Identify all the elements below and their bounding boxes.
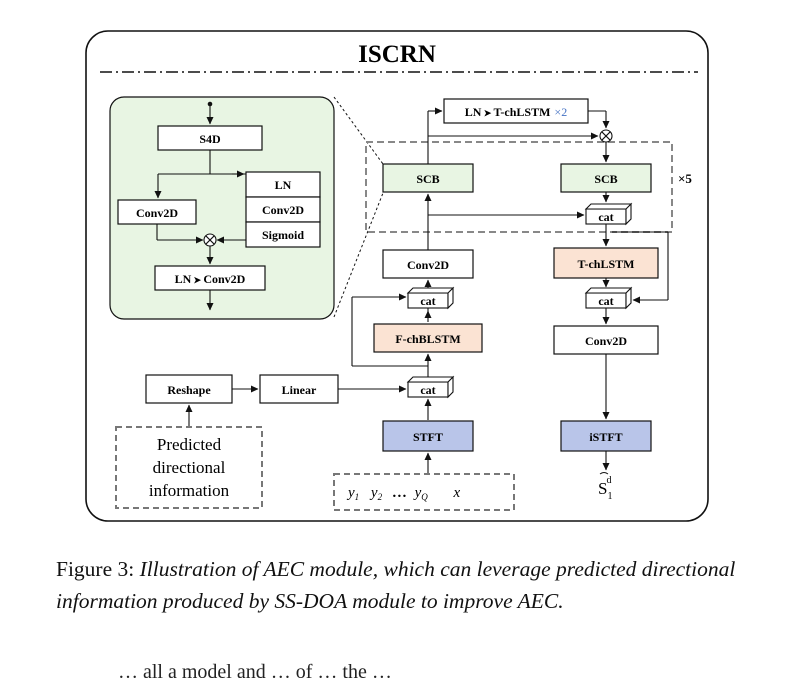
conv2d-left-label: Conv2D [407, 258, 449, 272]
cat-3-label: cat [420, 294, 435, 308]
stft-block [382, 420, 474, 452]
fchblstm-block [373, 323, 483, 353]
iscrn-diagram: ISCRN S4D Conv2D LN Conv2D Sigmoid LN ➤ … [85, 30, 709, 522]
zoom-line-top [333, 96, 384, 165]
caption-label: Figure 3: [56, 557, 135, 581]
conv2d-right-label: Conv2D [585, 334, 627, 348]
caption-text: Illustration of AEC module, which can le… [56, 557, 736, 613]
tchlstm-label: T-chLSTM [578, 257, 635, 271]
predicted-direction-box [115, 426, 263, 509]
cat-2-label: cat [598, 294, 613, 308]
s4d-label: S4D [199, 132, 221, 146]
input-signals: y1 y2 … yQ x [346, 485, 461, 504]
cat-block-4: cat [406, 375, 455, 399]
output-signal: S1d [598, 475, 612, 502]
input-signals-box [333, 473, 515, 511]
scb-right-label: SCB [594, 172, 617, 186]
inset-conv2d-small-block [245, 196, 321, 223]
predicted-line-2: directional [153, 458, 226, 477]
fchblstm-label: F-chBLSTM [395, 332, 460, 346]
cat-block-1: cat [584, 202, 633, 226]
reshape-label: Reshape [167, 383, 211, 397]
ln-conv2d-label: LN ➤ Conv2D [175, 272, 246, 286]
scb-left-label: SCB [416, 172, 439, 186]
predicted-line-3: information [149, 481, 230, 500]
scb-right-block [560, 163, 652, 193]
conv2d-right-block [553, 325, 659, 355]
repeat-x5: ×5 [678, 171, 692, 186]
linear-label: Linear [282, 383, 317, 397]
ln-block [245, 171, 321, 198]
conv2d-left-block [382, 249, 474, 279]
scb-left-block [382, 163, 474, 193]
cat-block-2: cat [584, 286, 633, 310]
ln-label: LN [275, 178, 292, 192]
istft-label: iSTFT [589, 430, 622, 444]
sigmoid-block [245, 221, 321, 248]
outer-frame [85, 30, 709, 522]
zoom-line-bottom [333, 192, 384, 318]
cat-block-3: cat [406, 286, 455, 310]
inset-input-dot [207, 101, 213, 107]
output-hat [599, 472, 609, 475]
figure-caption: Figure 3: Illustration of AEC module, wh… [56, 553, 746, 617]
linear-block [259, 374, 339, 404]
sigmoid-label: Sigmoid [262, 228, 304, 242]
predicted-line-1: Predicted [157, 435, 222, 454]
cat-1-label: cat [598, 210, 613, 224]
diagram-title: ISCRN [358, 41, 436, 68]
reshape-block [145, 374, 233, 404]
stft-label: STFT [413, 430, 443, 444]
cut-off-body-text: … all a model and … of … the … [118, 661, 392, 683]
ln-tchlstm-block [443, 98, 589, 124]
inset-conv2d-small-label: Conv2D [262, 203, 304, 217]
inset-conv2d-label: Conv2D [136, 206, 178, 220]
cat-4-label: cat [420, 383, 435, 397]
ln-tchlstm-label: LN ➤ T-chLSTM×2 [465, 105, 567, 119]
scb-detail-panel [109, 96, 335, 320]
